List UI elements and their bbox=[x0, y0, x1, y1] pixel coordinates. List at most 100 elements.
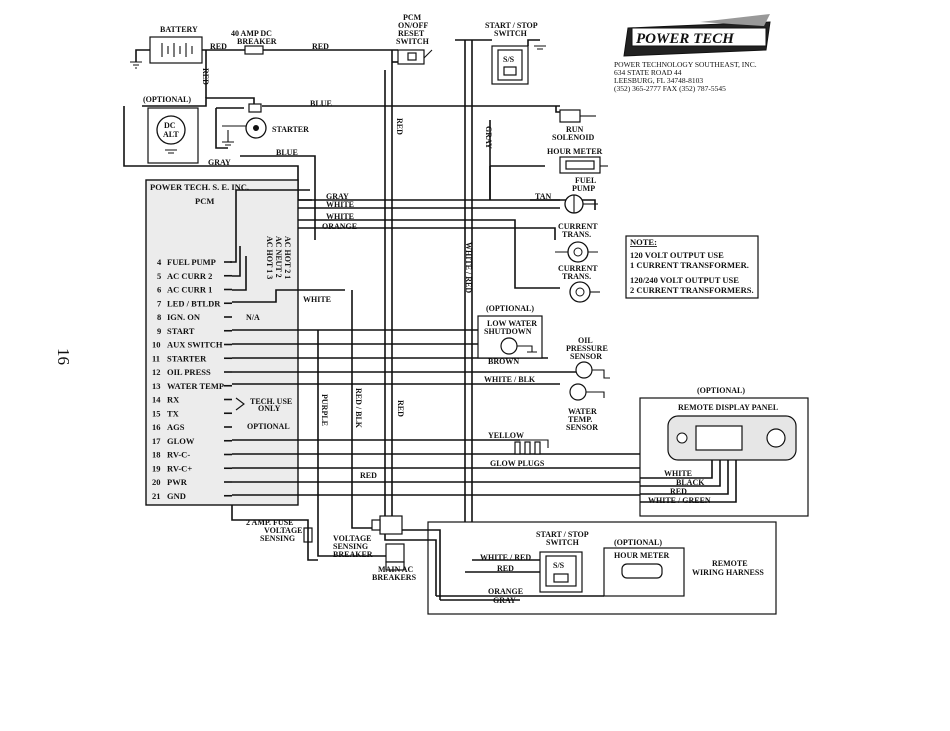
pcm-pin-label: AGS bbox=[167, 422, 185, 432]
pcm-pin-number: 5 bbox=[157, 271, 161, 281]
svg-text:YELLOW: YELLOW bbox=[488, 431, 524, 440]
svg-text:SWITCH: SWITCH bbox=[396, 37, 430, 46]
svg-text:START / STOP: START / STOP bbox=[536, 530, 589, 539]
svg-text:REMOTE: REMOTE bbox=[712, 559, 748, 568]
svg-text:RED: RED bbox=[210, 42, 227, 51]
start-stop-switch: START / STOP SWITCH S/S bbox=[485, 21, 538, 85]
svg-text:PCM: PCM bbox=[403, 13, 422, 22]
svg-text:STARTER: STARTER bbox=[272, 125, 309, 134]
svg-text:AC HOT 1 3: AC HOT 1 3 bbox=[265, 236, 274, 279]
svg-text:SWITCH: SWITCH bbox=[546, 538, 580, 547]
svg-text:SHUTDOWN: SHUTDOWN bbox=[484, 327, 532, 336]
svg-text:RED: RED bbox=[312, 42, 329, 51]
svg-text:PURPLE: PURPLE bbox=[320, 394, 329, 426]
svg-text:SOLENOID: SOLENOID bbox=[552, 133, 594, 142]
fuel-pump: FUEL PUMP bbox=[564, 176, 596, 214]
svg-text:FUEL: FUEL bbox=[575, 176, 596, 185]
svg-text:WHITE / RED: WHITE / RED bbox=[464, 242, 473, 293]
svg-text:(OPTIONAL): (OPTIONAL) bbox=[486, 304, 534, 313]
svg-text:GLOW PLUGS: GLOW PLUGS bbox=[490, 459, 545, 468]
pcm-pin-label: TX bbox=[167, 408, 180, 418]
pcm-pin-number: 9 bbox=[157, 326, 161, 336]
voltage-sensing-fuse: 2 AMP. FUSE VOLTAGE SENSING bbox=[246, 518, 313, 543]
pcm-pin-number: 11 bbox=[152, 353, 160, 363]
svg-text:REMOTE DISPLAY PANEL: REMOTE DISPLAY PANEL bbox=[678, 403, 778, 412]
remote-display-panel: (OPTIONAL) REMOTE DISPLAY PANEL bbox=[639, 386, 809, 517]
svg-text:S/S: S/S bbox=[553, 561, 565, 570]
svg-text:RED: RED bbox=[360, 471, 377, 480]
pcm-pin-number: 21 bbox=[152, 491, 161, 501]
current-transformer-2: CURRENT TRANS. bbox=[558, 264, 598, 303]
main-ac-breakers: MAIN AC BREAKERS bbox=[372, 543, 417, 582]
svg-text:WHITE: WHITE bbox=[326, 212, 354, 221]
pcm-pin-label: IGN. ON bbox=[167, 312, 201, 322]
pcm-pin-label: PWR bbox=[167, 477, 188, 487]
svg-text:HOUR METER: HOUR METER bbox=[547, 147, 603, 156]
pcm-module bbox=[145, 179, 299, 506]
svg-text:VOLTAGE: VOLTAGE bbox=[264, 526, 303, 535]
pcm-pin-number: 8 bbox=[157, 312, 161, 322]
svg-text:BLUE: BLUE bbox=[310, 99, 332, 108]
svg-text:TEMP.: TEMP. bbox=[568, 415, 592, 424]
svg-text:RED: RED bbox=[395, 118, 404, 135]
svg-text:RESET: RESET bbox=[398, 29, 425, 38]
svg-text:CURRENT: CURRENT bbox=[558, 222, 598, 231]
svg-text:WHITE: WHITE bbox=[326, 200, 354, 209]
svg-text:ORANGE: ORANGE bbox=[322, 222, 357, 231]
svg-text:BREAKER: BREAKER bbox=[333, 550, 373, 559]
svg-text:TAN: TAN bbox=[535, 192, 552, 201]
pcm-pin-label: AC CURR 1 bbox=[167, 285, 212, 295]
pcm-subtitle: PCM bbox=[195, 196, 214, 206]
svg-text:RUN: RUN bbox=[566, 125, 584, 134]
svg-text:WHITE / GREEN: WHITE / GREEN bbox=[648, 496, 711, 505]
svg-text:ON/OFF: ON/OFF bbox=[398, 21, 428, 30]
pcm-pin-label: AUX SWITCH bbox=[167, 340, 223, 350]
svg-text:WIRING HARNESS: WIRING HARNESS bbox=[692, 568, 764, 577]
svg-text:VOLTAGE: VOLTAGE bbox=[333, 534, 372, 543]
svg-text:LOW WATER: LOW WATER bbox=[487, 319, 537, 328]
svg-text:120 VOLT OUTPUT USE: 120 VOLT OUTPUT USE bbox=[630, 250, 724, 260]
svg-text:(OPTIONAL): (OPTIONAL) bbox=[697, 386, 745, 395]
svg-text:SENSING: SENSING bbox=[260, 534, 295, 543]
pcm-pin-number: 15 bbox=[152, 408, 161, 418]
hour-meter: HOUR METER bbox=[547, 147, 603, 174]
svg-text:HOUR METER: HOUR METER bbox=[614, 551, 670, 560]
svg-text:ORANGE: ORANGE bbox=[488, 587, 523, 596]
optional-dc-alternator: (OPTIONAL) DC ALT bbox=[143, 95, 199, 164]
pcm-pin-number: 10 bbox=[152, 340, 161, 350]
pcm-pin-number: 7 bbox=[157, 298, 162, 308]
pcm-pin-label: STARTER bbox=[167, 353, 207, 363]
pcm-title: POWER TECH. S. E. INC. bbox=[150, 182, 249, 192]
svg-text:SENSOR: SENSOR bbox=[570, 352, 602, 361]
pcm-pin-label: RV-C+ bbox=[167, 463, 192, 473]
svg-text:RED: RED bbox=[396, 400, 405, 417]
pcm-pin-number: 14 bbox=[152, 395, 161, 405]
svg-text:BROWN: BROWN bbox=[488, 357, 519, 366]
svg-text:WHITE / BLK: WHITE / BLK bbox=[484, 375, 536, 384]
svg-text:ONLY: ONLY bbox=[258, 404, 281, 413]
svg-text:TRANS.: TRANS. bbox=[562, 230, 591, 239]
svg-text:RED / BLK: RED / BLK bbox=[354, 388, 363, 429]
svg-text:40 AMP DC: 40 AMP DC bbox=[231, 29, 272, 38]
svg-text:SWITCH: SWITCH bbox=[494, 29, 528, 38]
svg-text:OPTIONAL: OPTIONAL bbox=[247, 422, 290, 431]
page-number: 16 bbox=[54, 348, 73, 365]
pcm-pin-label: OIL PRESS bbox=[167, 367, 211, 377]
pcm-pin-number: 18 bbox=[152, 450, 161, 460]
battery: BATTERY bbox=[149, 25, 203, 64]
svg-text:120/240 VOLT OUTPUT USE: 120/240 VOLT OUTPUT USE bbox=[630, 275, 739, 285]
svg-text:WHITE / RED: WHITE / RED bbox=[480, 553, 531, 562]
svg-text:(OPTIONAL): (OPTIONAL) bbox=[614, 538, 662, 547]
svg-text:GRAY: GRAY bbox=[326, 192, 349, 201]
pcm-pin-label: WATER TEMP bbox=[167, 381, 224, 391]
svg-text:2 AMP. FUSE: 2 AMP. FUSE bbox=[246, 518, 294, 527]
svg-text:RED: RED bbox=[670, 487, 687, 496]
water-temp-sensor: WATER TEMP. SENSOR bbox=[566, 383, 598, 432]
svg-text:START / STOP: START / STOP bbox=[485, 21, 538, 30]
svg-text:POWER TECHNOLOGY SOUTHEAST, IN: POWER TECHNOLOGY SOUTHEAST, INC. bbox=[614, 60, 757, 69]
svg-text:GRAY: GRAY bbox=[208, 158, 231, 167]
svg-text:RED: RED bbox=[201, 68, 210, 85]
